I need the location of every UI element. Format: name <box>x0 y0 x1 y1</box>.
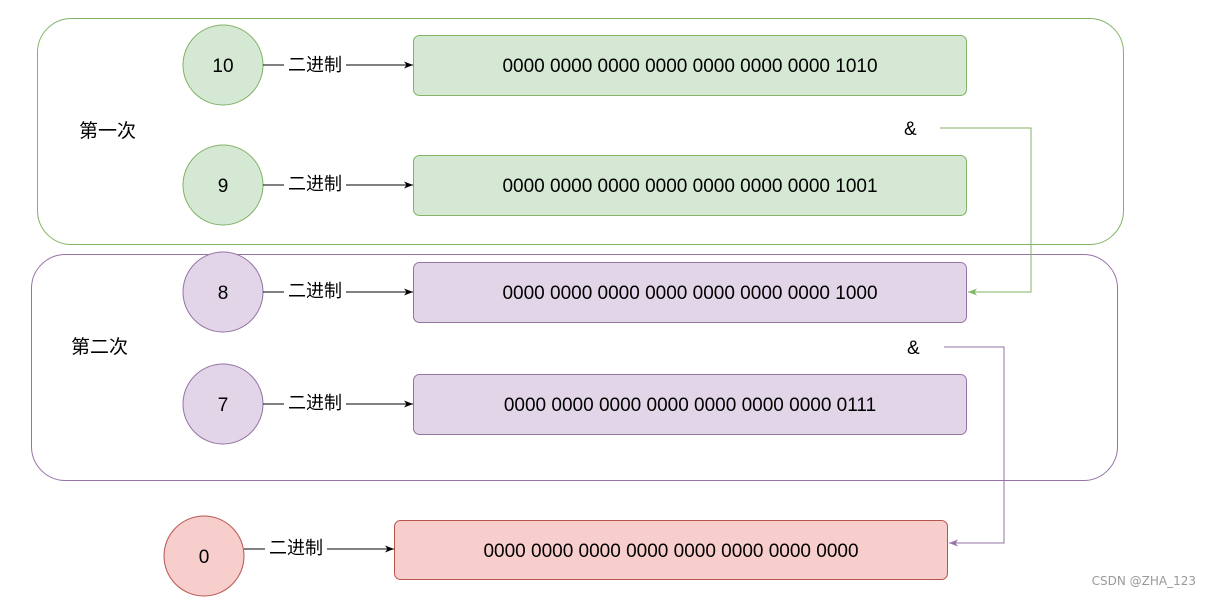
row-ten: 10 二进制 0000 0000 0000 0000 0000 0000 000… <box>182 24 967 106</box>
and-connector-second <box>944 346 1005 547</box>
group-first-pass-container <box>37 18 1124 245</box>
number-label-eight: 8 <box>218 283 229 304</box>
group-second-pass: 第二次 <box>31 254 1118 481</box>
row-zero: 0 二进制 0000 0000 0000 0000 0000 0000 0000… <box>163 515 948 597</box>
group-first-pass-label: 第一次 <box>79 120 136 142</box>
and-operator-second: & <box>907 338 1005 547</box>
group-second-pass-label: 第二次 <box>71 336 128 358</box>
edge-label-zero: 二进制 <box>269 538 323 559</box>
binary-box-zero <box>394 520 948 580</box>
edge-label-ten: 二进制 <box>288 55 342 76</box>
binary-box-seven <box>413 374 967 435</box>
number-label-ten: 10 <box>212 56 233 77</box>
number-label-seven: 7 <box>218 395 229 416</box>
edge-label-bg-seven <box>284 390 346 414</box>
edge-label-eight: 二进制 <box>288 281 342 302</box>
binary-box-ten <box>413 35 967 96</box>
and-connector-first <box>940 127 1032 296</box>
group-first-pass: 第一次 <box>37 18 1124 245</box>
binary-value-ten: 0000 0000 0000 0000 0000 0000 0000 1010 <box>502 56 877 77</box>
and-operator-first: & <box>904 119 1032 296</box>
row-eight: 8 二进制 0000 0000 0000 0000 0000 0000 0000… <box>182 251 967 333</box>
row-nine: 9 二进制 0000 0000 0000 0000 0000 0000 0000… <box>182 144 967 226</box>
csdn-watermark: CSDN @ZHA_123 <box>1091 574 1196 588</box>
and-symbol-first: & <box>904 119 917 140</box>
binary-box-nine <box>413 155 967 216</box>
edge-label-bg-nine <box>284 171 346 195</box>
row-seven: 7 二进制 0000 0000 0000 0000 0000 0000 0000… <box>182 363 967 445</box>
edge-label-seven: 二进制 <box>288 393 342 414</box>
binary-value-zero: 0000 0000 0000 0000 0000 0000 0000 0000 <box>483 541 858 562</box>
number-label-zero: 0 <box>199 547 210 568</box>
number-node-zero <box>163 515 245 597</box>
edge-label-bg-eight <box>284 278 346 302</box>
edge-label-bg-ten <box>284 52 346 76</box>
binary-value-seven: 0000 0000 0000 0000 0000 0000 0000 0111 <box>504 395 876 416</box>
binary-value-nine: 0000 0000 0000 0000 0000 0000 0000 1001 <box>502 176 877 197</box>
group-second-pass-container <box>31 254 1118 481</box>
binary-value-eight: 0000 0000 0000 0000 0000 0000 0000 1000 <box>502 283 877 304</box>
and-symbol-second: & <box>907 338 920 359</box>
edge-label-nine: 二进制 <box>288 174 342 195</box>
binary-box-eight <box>413 262 967 323</box>
number-label-nine: 9 <box>218 176 229 197</box>
edge-label-bg-zero <box>265 535 327 559</box>
